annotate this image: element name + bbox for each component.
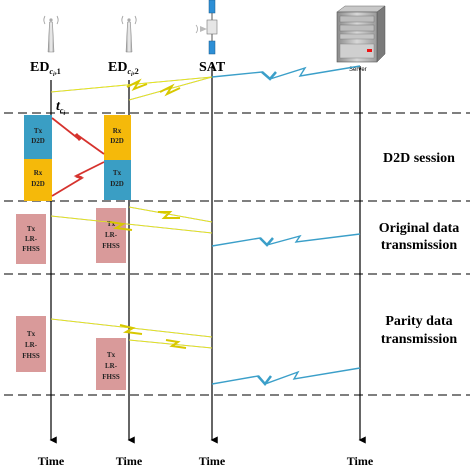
svg-text:Tx: Tx bbox=[27, 330, 36, 338]
svg-text:Tx: Tx bbox=[113, 169, 122, 177]
section-d2d-label: D2D session bbox=[383, 151, 455, 166]
svg-text:Tx: Tx bbox=[34, 127, 43, 135]
d2d-link-ed2-to-ed1 bbox=[51, 161, 105, 197]
time-label-ed1: Time bbox=[38, 454, 65, 468]
box-tx-d2d-ed2: Tx D2D bbox=[104, 160, 131, 200]
svg-text:FHSS: FHSS bbox=[22, 245, 40, 253]
box-parity-ed2: Tx LR- FHSS bbox=[96, 338, 126, 390]
svg-text:D2D: D2D bbox=[110, 180, 124, 188]
section-original-label-line2: transmission bbox=[381, 238, 457, 253]
sat-server-downlink-top bbox=[211, 65, 361, 80]
svg-text:D2D: D2D bbox=[31, 137, 45, 145]
box-tx-d2d-ed1: Tx D2D bbox=[24, 115, 52, 159]
tx-d2d-ed1-box bbox=[24, 115, 52, 159]
antenna-icon-ed1 bbox=[43, 15, 59, 53]
d2d-links bbox=[51, 117, 105, 197]
timelines bbox=[49, 66, 366, 444]
dashed-separators bbox=[4, 112, 470, 396]
box-rx-d2d-ed1: Rx D2D bbox=[24, 159, 52, 201]
ed2-label: EDci,2 bbox=[108, 60, 139, 78]
server-icon bbox=[336, 5, 386, 63]
rx-d2d-ed1-box bbox=[24, 159, 52, 201]
time-label-sat: Time bbox=[199, 454, 226, 468]
orig-uplinks bbox=[50, 206, 361, 247]
svg-text:FHSS: FHSS bbox=[102, 373, 120, 381]
box-parity-ed1: Tx LR- FHSS bbox=[16, 316, 46, 372]
satellite-icon bbox=[195, 0, 218, 55]
svg-text:Tx: Tx bbox=[27, 225, 36, 233]
time-label-server: Time bbox=[347, 454, 374, 468]
section-parity-label-line1: Parity data bbox=[385, 314, 452, 329]
svg-text:D2D: D2D bbox=[31, 180, 45, 188]
box-orig-ed2: Tx LR- FHSS bbox=[96, 208, 126, 263]
svg-text:LR-: LR- bbox=[105, 231, 118, 239]
box-orig-ed1: Tx LR- FHSS bbox=[16, 214, 46, 264]
sat-server-link-parity bbox=[211, 367, 361, 385]
sat-server-link-orig bbox=[211, 233, 361, 247]
section-parity-label-line2: transmission bbox=[381, 332, 457, 347]
box-rx-d2d-ed2: Rx D2D bbox=[104, 115, 131, 160]
ed1-label: EDci,1 bbox=[30, 60, 61, 78]
parity-uplinks bbox=[50, 318, 361, 386]
svg-text:LR-: LR- bbox=[105, 362, 118, 370]
time-label-ed2: Time bbox=[116, 454, 143, 468]
time-marker-label: tci bbox=[56, 99, 65, 117]
svg-text:FHSS: FHSS bbox=[22, 352, 40, 360]
section-original-label-line1: Original data bbox=[379, 221, 460, 236]
svg-text:Tx: Tx bbox=[107, 351, 116, 359]
server-label: Server bbox=[349, 67, 367, 73]
svg-text:LR-: LR- bbox=[25, 235, 38, 243]
svg-text:LR-: LR- bbox=[25, 341, 38, 349]
tx-d2d-ed2-box bbox=[104, 160, 131, 200]
svg-text:Tx: Tx bbox=[107, 220, 116, 228]
sync-links bbox=[50, 65, 361, 101]
rx-d2d-ed2-box bbox=[104, 115, 131, 160]
svg-text:FHSS: FHSS bbox=[102, 242, 120, 250]
antenna-icon-ed2 bbox=[121, 15, 137, 53]
svg-text:Rx: Rx bbox=[113, 127, 122, 135]
svg-text:Rx: Rx bbox=[34, 169, 43, 177]
svg-text:D2D: D2D bbox=[110, 137, 124, 145]
